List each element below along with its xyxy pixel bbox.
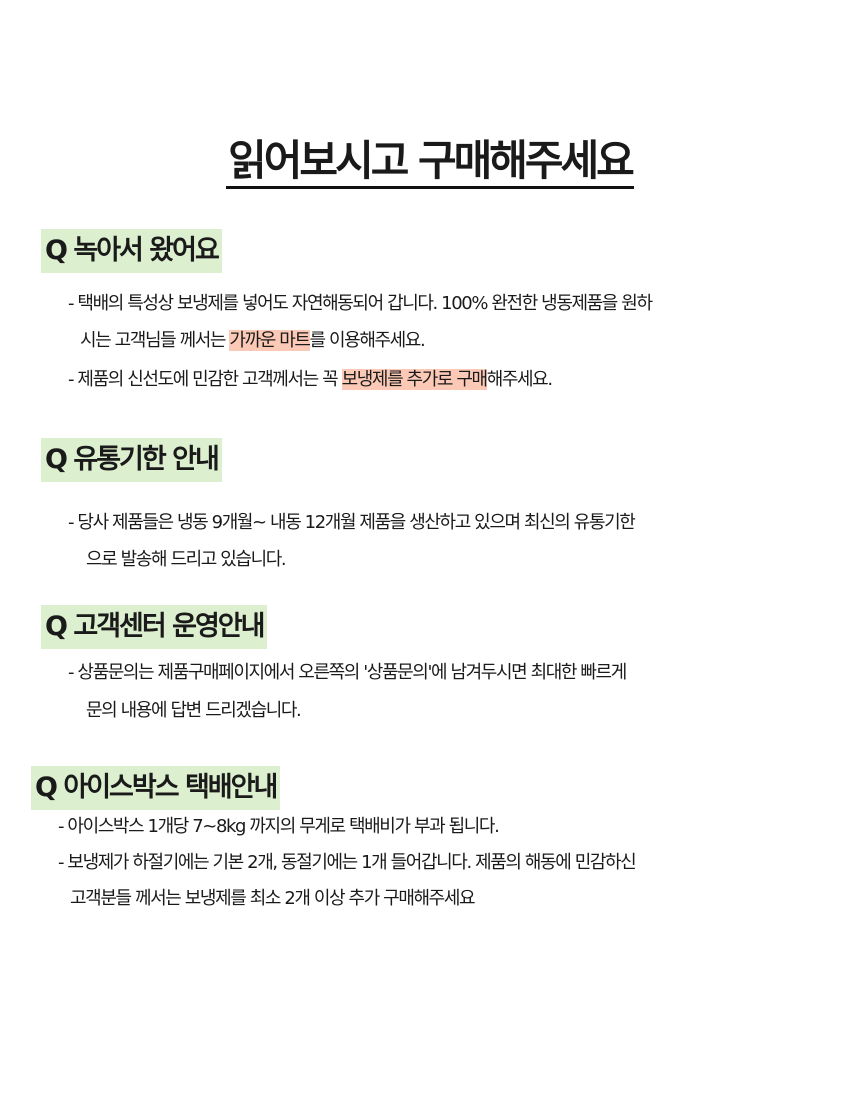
body-line: - 아이스박스 1개당 7~8kg 까지의 무게로 택배비가 부과 됩니다. bbox=[58, 816, 500, 837]
body-line: 시는 고객님들 께서는 가까운 마트를 이용해주세요. bbox=[80, 330, 426, 351]
body-line: 으로 발송해 드리고 있습니다. bbox=[86, 549, 287, 570]
section-heading-customer-center: Q 고객센터 운영안내 bbox=[41, 605, 268, 649]
highlight-text: 보냉제를 추가로 구매 bbox=[341, 369, 488, 390]
body-line: - 보냉제가 하절기에는 기본 2개, 동절기에는 1개 들어갑니다. 제품의 … bbox=[58, 852, 637, 873]
highlight-text: 가까운 마트 bbox=[229, 330, 311, 351]
body-line: - 당사 제품들은 냉동 9개월~ 내동 12개월 제품을 생산하고 있으며 최… bbox=[68, 512, 636, 533]
section-heading-icebox: Q 아이스박스 택배안내 bbox=[31, 766, 281, 810]
body-line: - 제품의 신선도에 민감한 고객께서는 꼭 보냉제를 추가로 구매해주세요. bbox=[68, 369, 553, 390]
body-line: - 상품문의는 제품구매페이지에서 오른쪽의 '상품문의'에 남겨두시면 최대한… bbox=[68, 662, 627, 683]
page-title-text: 읽어보시고 구매해주세요 bbox=[226, 136, 635, 189]
page-title: 읽어보시고 구매해주세요 bbox=[0, 133, 860, 189]
body-line: 문의 내용에 답변 드리겠습니다. bbox=[86, 700, 302, 721]
section-heading-melting: Q 녹아서 왔어요 bbox=[41, 229, 222, 273]
section-heading-expiry: Q 유통기한 안내 bbox=[41, 438, 222, 482]
body-line: 고객분들 께서는 보냉제를 최소 2개 이상 추가 구매해주세요 bbox=[70, 888, 476, 909]
body-line: - 택배의 특성상 보냉제를 넣어도 자연해동되어 갑니다. 100% 완전한 … bbox=[68, 293, 653, 314]
